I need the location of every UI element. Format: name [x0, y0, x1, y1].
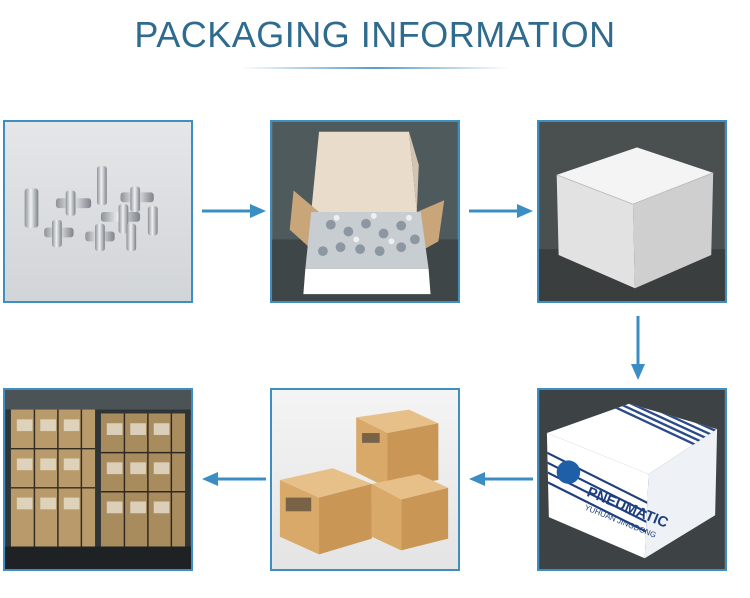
closed-white-box-photo: [537, 120, 727, 303]
arrow-down-icon: [630, 316, 646, 380]
palletized-cartons-photo: [3, 388, 193, 571]
arrow-left-2-icon: [202, 471, 266, 487]
arrow-right-2-icon: [469, 203, 533, 219]
pneumatic-fittings-photo: [3, 120, 193, 303]
arrow-right-1-icon: [202, 203, 266, 219]
arrow-left-1-icon: [469, 471, 533, 487]
open-carton-with-fittings-photo: [270, 120, 460, 303]
page-title: PACKAGING INFORMATION: [134, 14, 616, 55]
shipping-cartons-photo: [270, 388, 460, 571]
title-underline: [240, 67, 510, 69]
pneumatic-branded-box-photo: PNEUMATIC YUHUAN JINGDONG: [537, 388, 727, 571]
